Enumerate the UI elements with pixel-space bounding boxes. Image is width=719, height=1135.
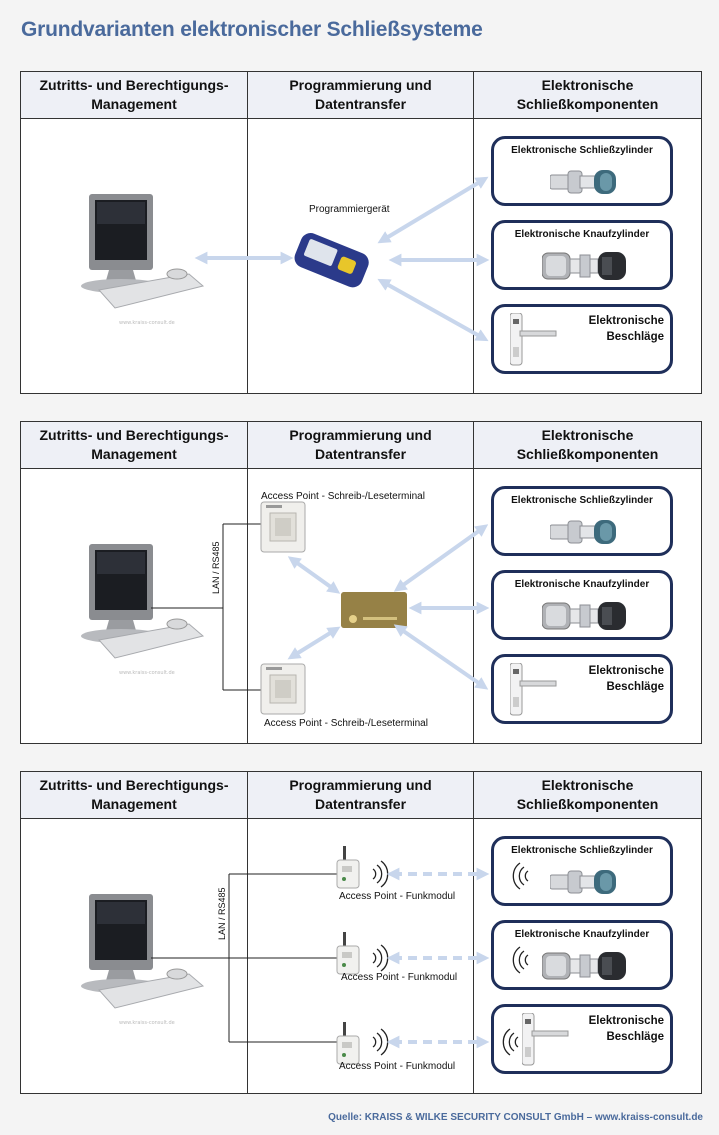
header-management: Zutritts- und Berechtigungs-Management — [39, 427, 229, 462]
knauf-cylinder-icon — [542, 251, 627, 281]
radio-waves-icon — [512, 862, 529, 890]
panel-header: Zutritts- und Berechtigungs-Management P… — [21, 422, 701, 469]
box-label: Elektronische Schließzylinder — [511, 495, 653, 506]
lan-wiring — [151, 873, 337, 1043]
box-schliesszylinder: Elektronische Schließzylinder — [491, 136, 673, 206]
box-label: Elektronische Knaufzylinder — [514, 579, 650, 590]
box-label: Elektronische Knaufzylinder — [514, 229, 650, 240]
panel1-graphics — [80, 176, 490, 342]
terminal-icon — [260, 663, 306, 715]
lan-label: LAN / RS485 — [211, 541, 221, 594]
knauf-cylinder-icon — [542, 951, 627, 981]
programming-device-label: Programmiergerät — [309, 204, 390, 215]
card-icon — [341, 592, 407, 628]
box-label: Elektronische Beschläge — [588, 1015, 664, 1043]
header-components: Elektronische Schließkomponenten — [516, 777, 659, 812]
page-title: Grundvarianten elektronischer Schließsys… — [21, 18, 483, 41]
header-management: Zutritts- und Berechtigungs-Management — [39, 77, 229, 112]
column-divider — [247, 422, 248, 743]
header-management: Zutritts- und Berechtigungs-Management — [39, 777, 229, 812]
cylinder-icon — [550, 869, 617, 895]
programming-device-icon — [294, 233, 369, 288]
computer-icon — [80, 543, 204, 677]
radio-module-label: Access Point - Funkmodul — [339, 891, 456, 902]
computer-icon — [80, 893, 204, 1027]
lan-label: LAN / RS485 — [217, 887, 227, 940]
terminal-icon — [260, 501, 306, 553]
box-label: Elektronische Schließzylinder — [511, 145, 653, 156]
column-divider — [473, 772, 474, 1093]
panel-variant-2: Zutritts- und Berechtigungs-Management P… — [20, 421, 702, 744]
arrow-card-cylinder — [393, 524, 489, 592]
cylinder-icon — [550, 169, 617, 195]
radio-module-label: Access Point - Funkmodul — [339, 1061, 456, 1072]
cylinder-icon — [550, 519, 617, 545]
column-divider — [247, 772, 248, 1093]
radio-waves-icon — [372, 944, 389, 972]
radio-module-icon — [336, 931, 360, 975]
box-beschlaege: Elektronische Beschläge — [491, 1004, 673, 1074]
door-fitting-icon — [510, 313, 557, 366]
lan-wiring — [151, 523, 261, 691]
box-label: Elektronische Schließzylinder — [511, 845, 653, 856]
panel-variant-1: Zutritts- und Berechtigungs-Management P… — [20, 71, 702, 394]
box-beschlaege: Elektronische Beschläge — [491, 654, 673, 724]
header-programming: Programmierung und Datentransfer — [289, 77, 432, 112]
box-label: Elektronische Beschläge — [588, 665, 664, 693]
radio-waves-icon — [512, 946, 529, 974]
header-components: Elektronische Schließkomponenten — [516, 77, 659, 112]
door-fitting-icon — [510, 663, 557, 716]
column-divider — [247, 72, 248, 393]
panel-variant-3: Zutritts- und Berechtigungs-Management P… — [20, 771, 702, 1094]
box-label: Elektronische Beschläge — [588, 315, 664, 343]
panel3-graphics — [80, 845, 490, 1065]
arrow-device-beschlag — [377, 278, 489, 342]
access-point-label: Access Point - Schreib-/Leseterminal — [264, 718, 428, 729]
box-knaufzylinder: Elektronische Knaufzylinder — [491, 920, 673, 990]
box-schliesszylinder: Elektronische Schließzylinder — [491, 486, 673, 556]
radio-module-label: Access Point - Funkmodul — [341, 972, 458, 983]
arrow-terminal-card — [287, 556, 341, 594]
source-credit: Quelle: KRAISS & WILKE SECURITY CONSULT … — [328, 1112, 703, 1123]
box-knaufzylinder: Elektronische Knaufzylinder — [491, 570, 673, 640]
box-knaufzylinder: Elektronische Knaufzylinder — [491, 220, 673, 290]
access-point-label: Access Point - Schreib-/Leseterminal — [261, 491, 425, 502]
panel-header: Zutritts- und Berechtigungs-Management P… — [21, 72, 701, 119]
box-label: Elektronische Knaufzylinder — [514, 929, 650, 940]
radio-waves-icon — [502, 1028, 519, 1056]
computer-icon — [80, 193, 204, 327]
radio-waves-icon — [372, 860, 389, 888]
radio-module-icon — [336, 1021, 360, 1065]
radio-module-icon — [336, 845, 360, 889]
arrow-device-cylinder — [377, 176, 489, 244]
panel-header: Zutritts- und Berechtigungs-Management P… — [21, 772, 701, 819]
box-schliesszylinder: Elektronische Schließzylinder — [491, 836, 673, 906]
panel2-graphics — [80, 501, 490, 715]
door-fitting-icon — [522, 1013, 569, 1066]
header-programming: Programmierung und Datentransfer — [289, 777, 432, 812]
arrow-terminal-card — [287, 626, 341, 660]
header-components: Elektronische Schließkomponenten — [516, 427, 659, 462]
knauf-cylinder-icon — [542, 601, 627, 631]
radio-waves-icon — [372, 1028, 389, 1056]
arrow-card-beschlag — [393, 624, 489, 690]
box-beschlaege: Elektronische Beschläge — [491, 304, 673, 374]
header-programming: Programmierung und Datentransfer — [289, 427, 432, 462]
